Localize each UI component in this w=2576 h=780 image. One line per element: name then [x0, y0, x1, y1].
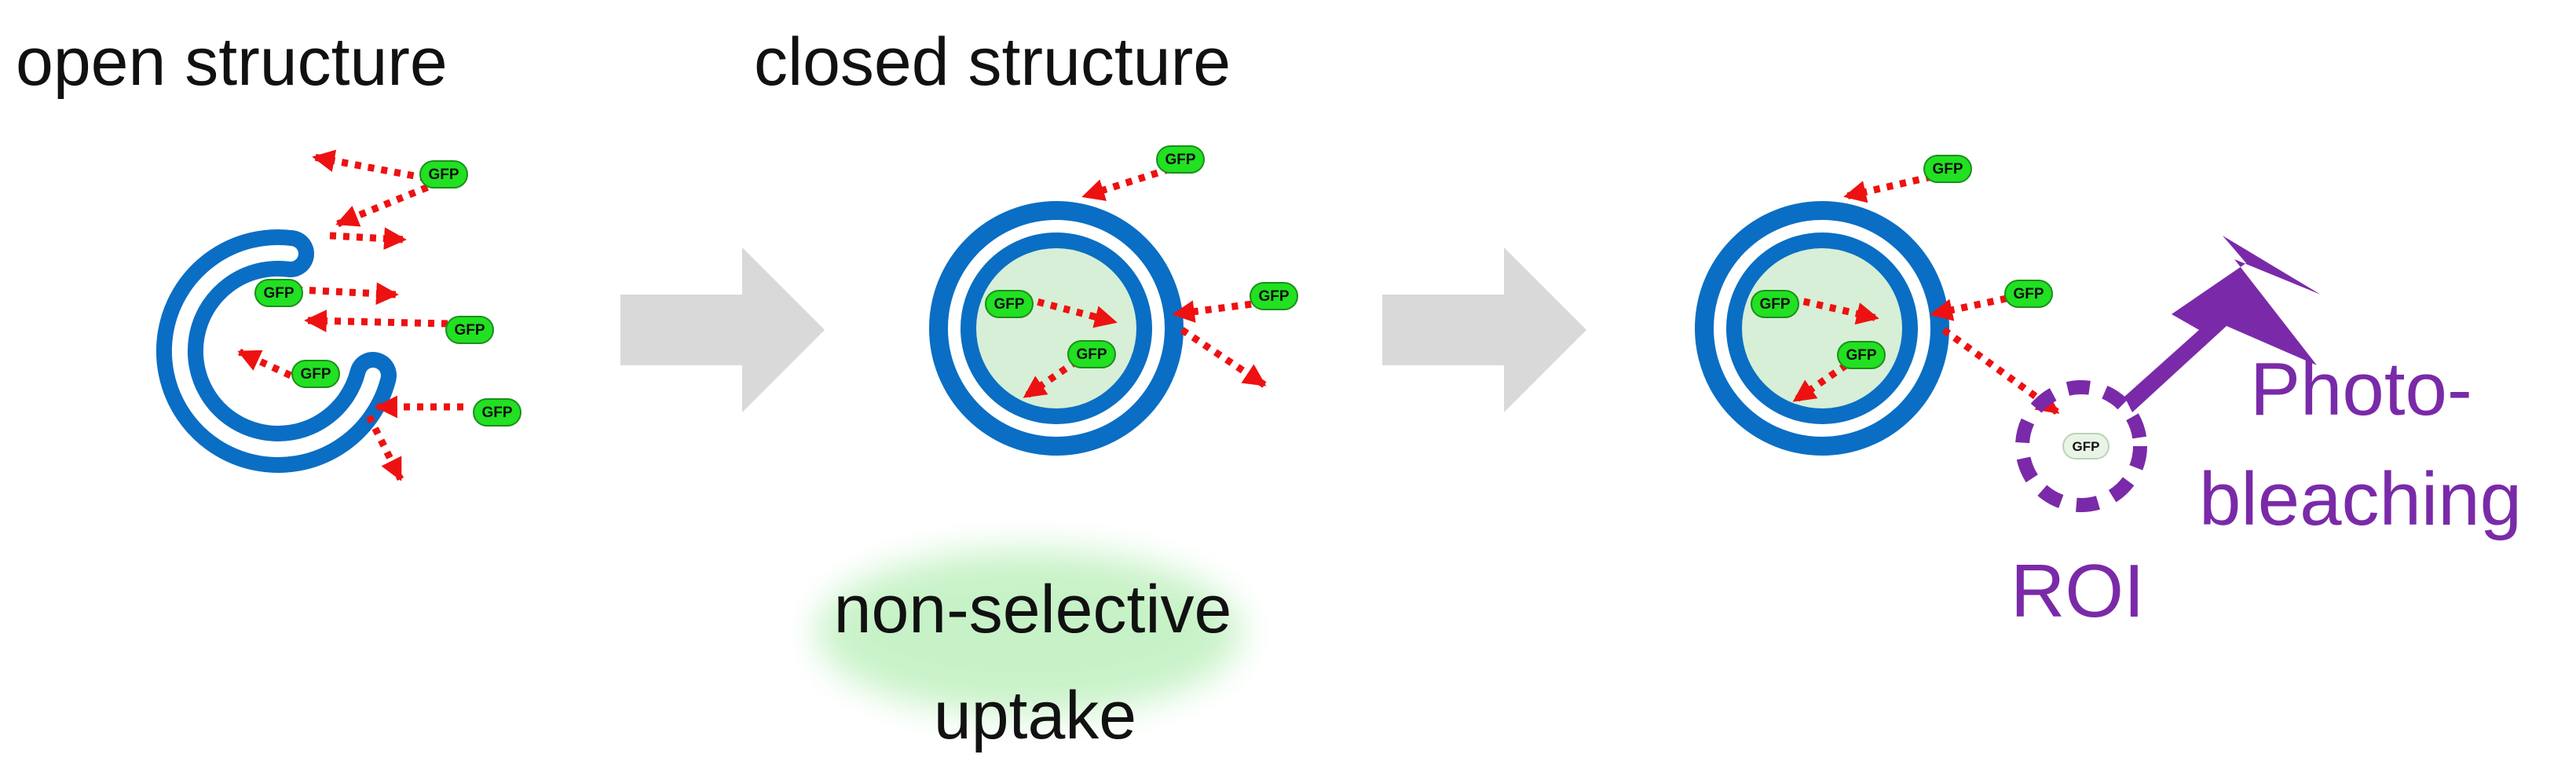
svg-text:GFP: GFP	[1846, 347, 1876, 364]
gfp-molecule: GFP	[2004, 280, 2053, 308]
svg-text:GFP: GFP	[300, 366, 331, 383]
gfp-molecule: GFP	[1923, 155, 1972, 183]
gfp-molecule: GFP	[1067, 340, 1116, 368]
roi-circle	[2015, 380, 2147, 512]
svg-text:GFP: GFP	[2013, 286, 2044, 302]
closed-autophagosome-bleach	[1695, 201, 1949, 456]
gfp-molecule: GFP	[473, 398, 521, 427]
svg-text:GFP: GFP	[263, 285, 294, 302]
svg-text:GFP: GFP	[1165, 152, 1195, 168]
lightning-bolt-icon	[2124, 236, 2321, 412]
svg-text:GFP: GFP	[1759, 296, 1790, 313]
diffusion-arrows-closed	[1023, 165, 1267, 400]
caption-non-selective: non-selective	[834, 572, 1232, 647]
gfp-molecule: GFP	[1751, 290, 1799, 318]
open-phagophore	[156, 229, 397, 473]
closed-autophagosome	[929, 201, 1184, 456]
svg-text:GFP: GFP	[481, 405, 512, 421]
closed-structure-title: closed structure	[754, 24, 1231, 100]
uptake-glow	[817, 550, 1241, 715]
svg-text:GFP: GFP	[428, 167, 459, 183]
svg-text:GFP: GFP	[1076, 346, 1107, 363]
photo-bleaching-line1: Photo-	[2250, 347, 2472, 431]
open-structure-title: open structure	[16, 24, 448, 100]
diffusion-arrows-open	[237, 149, 463, 482]
caption-uptake: uptake	[934, 678, 1136, 753]
svg-text:GFP: GFP	[993, 296, 1024, 313]
svg-text:GFP: GFP	[2073, 439, 2100, 454]
flow-arrow	[620, 247, 825, 412]
svg-text:GFP: GFP	[1932, 161, 1963, 178]
gfp-molecule: GFP	[1250, 282, 1298, 310]
svg-text:GFP: GFP	[1258, 288, 1289, 305]
gfp-molecule: GFP	[985, 290, 1034, 318]
gfp-molecule: GFP	[1156, 145, 1205, 174]
diffusion-arrows-bleach	[1790, 173, 2060, 416]
gfp-molecule: GFP	[445, 316, 494, 344]
roi-label: ROI	[2011, 549, 2145, 633]
gfp-molecule: GFP	[1837, 341, 1886, 369]
gfp-molecule: GFP	[291, 360, 340, 388]
gfp-molecules-open: GFP GFP GFP GFP GFP	[254, 160, 521, 427]
gfp-molecule: GFP	[419, 160, 468, 189]
photo-bleaching-line2: bleaching	[2199, 457, 2522, 541]
flow-arrow	[1382, 247, 1586, 412]
gfp-molecule: GFP	[254, 279, 303, 307]
gfp-molecules-closed: GFP GFP GFP GFP	[985, 145, 1298, 368]
svg-text:GFP: GFP	[454, 322, 485, 339]
gfp-molecule-bleached: GFP	[2062, 433, 2109, 460]
gfp-molecules-bleach: GFP GFP GFP GFP	[1751, 155, 2053, 369]
